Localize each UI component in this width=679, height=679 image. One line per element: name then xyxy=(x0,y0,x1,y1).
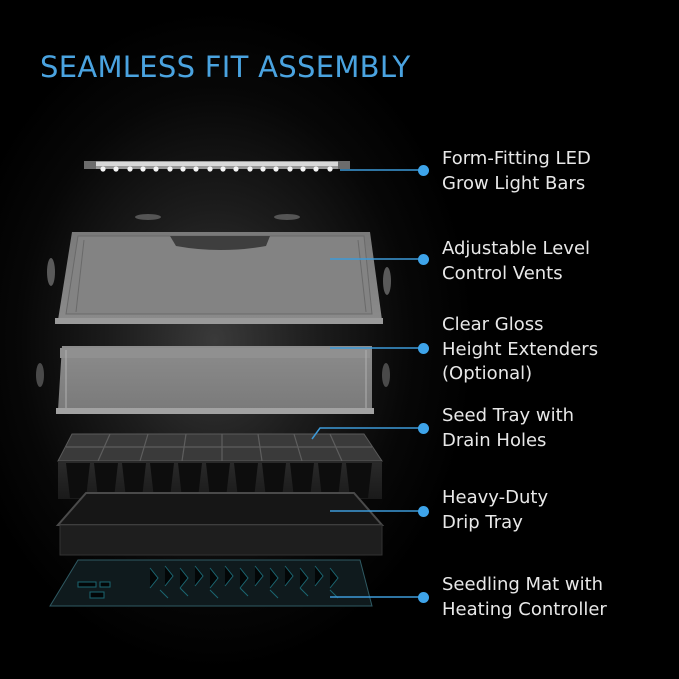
page-title: SEAMLESS FIT ASSEMBLY xyxy=(40,50,411,84)
humidity-dome-illustration xyxy=(47,232,391,324)
callout-dot-led xyxy=(418,165,429,176)
label-led-grow-light: Form-Fitting LED Grow Light Bars xyxy=(442,148,591,194)
callout-dot-seed-tray xyxy=(418,423,429,434)
label-seed-tray: Seed Tray with Drain Holes xyxy=(442,405,575,451)
led-bar-illustration xyxy=(84,161,350,172)
label-drip-tray: Heavy-Duty Drip Tray xyxy=(442,487,549,533)
label-height-extender: Clear Gloss Height Extenders (Optional) xyxy=(442,314,599,384)
seed-tray-illustration xyxy=(57,433,383,499)
callout-dot-drip-tray xyxy=(418,506,429,517)
label-seedling-mat: Seedling Mat with Heating Controller xyxy=(442,574,607,620)
callout-dot-mat xyxy=(418,592,429,603)
height-extender-illustration xyxy=(36,346,390,414)
seedling-mat-illustration xyxy=(49,559,373,607)
callout-dot-dome xyxy=(418,254,429,265)
drip-tray-illustration xyxy=(55,492,385,556)
callout-dot-extender xyxy=(418,343,429,354)
label-humidity-dome: Adjustable Level Control Vents xyxy=(442,238,591,284)
